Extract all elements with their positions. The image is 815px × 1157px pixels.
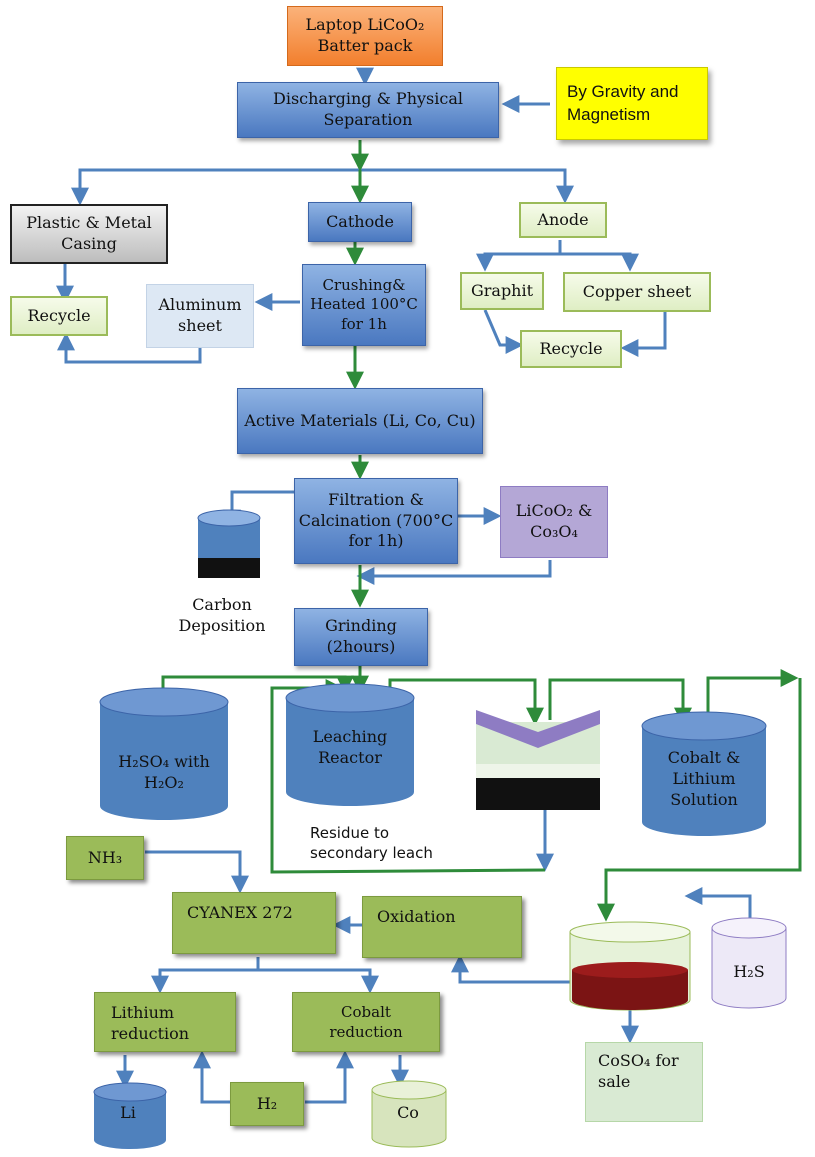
grinding-box: Grinding (2hours) (294, 608, 428, 666)
gravity-label: By Gravity and Magnetism (567, 82, 679, 124)
arrow-anode-to-graphit (476, 240, 562, 272)
graphit-label: Graphit (470, 280, 534, 300)
arrow-licoo2-to-grinding (356, 560, 552, 585)
filtration-box: Filtration & Calcination (700°C for 1h) (294, 478, 458, 564)
residue-label: Residue to secondary leach (310, 824, 433, 862)
cathode-box: Cathode (308, 202, 412, 242)
cobalt-reduction-label: Cobalt reduction (329, 1003, 403, 1041)
plastic-casing-box: Plastic & Metal Casing (10, 204, 168, 264)
copper-sheet-label: Copper sheet (582, 281, 692, 301)
cobalt-reduction-box: Cobalt reduction (292, 992, 440, 1052)
licoo2-box: LiCoO₂ & Co₃O₄ (500, 486, 608, 558)
aluminum-sheet-label: Aluminum sheet (158, 295, 242, 335)
carbon-deposition-label: Carbon Deposition (178, 595, 266, 635)
h2s-label: H₂S (733, 962, 765, 981)
anode-box: Anode (519, 202, 607, 238)
cobalt-lithium-label: Cobalt & Lithium Solution (667, 748, 741, 809)
crushing-label: Crushing& Heated 100°C for 1h (310, 275, 418, 333)
nh3-label: NH₃ (87, 847, 123, 867)
grinding-label: Grinding (2hours) (325, 616, 397, 656)
recycle-left-box: Recycle (10, 296, 108, 336)
h2so4-label: H₂SO₄ with H₂O₂ (118, 752, 210, 792)
recycle-left-label: Recycle (27, 305, 91, 325)
oxidation-label: Oxidation (377, 907, 456, 926)
lithium-reduction-box: Lithium reduction (94, 992, 236, 1052)
cathode-label: Cathode (326, 211, 394, 231)
discharging-box: Discharging & Physical Separation (237, 82, 499, 138)
gravity-box: By Gravity and Magnetism (556, 67, 708, 140)
leaching-reactor-label: Leaching Reactor (312, 727, 388, 767)
arrow-h2-to-cobalt (305, 1050, 354, 1104)
filtration-label: Filtration & Calcination (700°C for 1h) (298, 489, 454, 551)
graphit-box: Graphit (460, 272, 544, 310)
arrow-cyanex-to-lithium (151, 957, 260, 994)
arrow-h2s-to-tank (684, 887, 752, 922)
licoo2-label: LiCoO₂ & Co₃O₄ (515, 501, 593, 541)
coso4-box: CoSO₄ for sale (585, 1042, 703, 1122)
battery-pack-box: Laptop LiCoO₂ Batter pack (287, 6, 443, 66)
arrow-aluminum-to-recycle (57, 332, 202, 364)
arrow-graphit-to-recycle (483, 309, 524, 354)
discharging-label: Discharging & Physical Separation (273, 89, 463, 129)
arrow-copper-to-recycle (620, 312, 667, 357)
active-materials-box: Active Materials (Li, Co, Cu) (237, 388, 483, 454)
cyanex-label: CYANEX 272 (187, 903, 293, 922)
green-arrow-settler-to-solution (548, 678, 692, 726)
aluminum-sheet-box: Aluminum sheet (146, 284, 254, 348)
copper-sheet-box: Copper sheet (563, 272, 711, 312)
green-arrow-solution-to-right (706, 669, 799, 720)
co-label: Co (397, 1103, 419, 1122)
h2-box: H₂ (230, 1082, 304, 1126)
h2-label: H₂ (256, 1093, 278, 1113)
battery-pack-label: Laptop LiCoO₂ Batter pack (305, 15, 425, 55)
active-materials-label: Active Materials (Li, Co, Cu) (244, 410, 476, 430)
arrow-cyanex-to-cobalt (258, 968, 379, 994)
arrow-nh3-to-cyanex (145, 850, 249, 894)
arrow-split-to-casing (71, 168, 365, 206)
anode-label: Anode (537, 209, 589, 229)
arrow-h2-to-lithium (193, 1050, 230, 1104)
li-label: Li (120, 1103, 136, 1122)
oxidation-box: Oxidation (362, 896, 522, 958)
recycle-right-label: Recycle (539, 338, 603, 358)
arrow-tank-to-oxidation (451, 954, 574, 984)
arrow-filtration-to-carbon (223, 490, 295, 528)
coso4-label: CoSO₄ for sale (598, 1051, 679, 1091)
arrow-split-to-anode (365, 168, 574, 204)
cyanex-box: CYANEX 272 (172, 892, 336, 954)
lithium-reduction-label: Lithium reduction (111, 1003, 190, 1043)
crushing-box: Crushing& Heated 100°C for 1h (302, 264, 426, 346)
nh3-box: NH₃ (66, 836, 144, 880)
green-arrow-leaching-to-settler (388, 678, 544, 726)
recycle-right-box: Recycle (520, 330, 622, 368)
arrow-anode-to-copper (560, 252, 639, 272)
plastic-casing-label: Plastic & Metal Casing (26, 213, 152, 253)
green-arrow-right-to-tank (597, 678, 802, 922)
